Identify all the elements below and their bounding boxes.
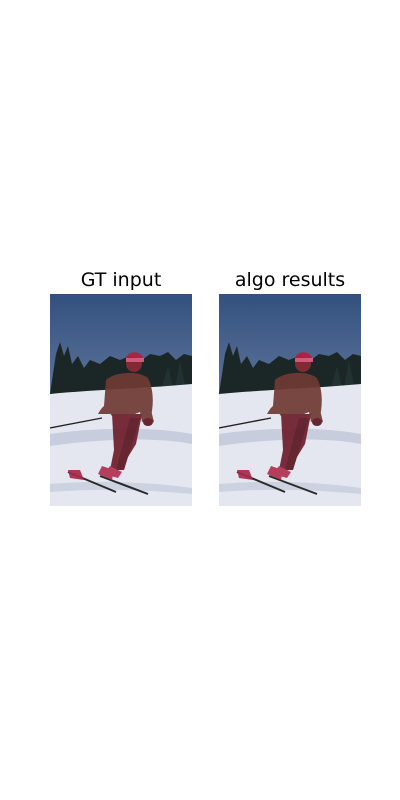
skier-mask: [237, 352, 323, 480]
ski-pole: [50, 417, 103, 429]
ski-right: [268, 475, 318, 495]
tree-line: [219, 342, 361, 398]
panel-gt-input: [50, 294, 192, 506]
skier-mask: [68, 352, 154, 480]
tree-line: [50, 342, 192, 398]
panel-algo-results: [219, 294, 361, 506]
ski-pole: [219, 417, 272, 429]
algo-results-image: [219, 294, 361, 506]
gt-input-image: [50, 294, 192, 506]
panel-title-gt: GT input: [80, 269, 162, 291]
ski-right: [99, 475, 149, 495]
panel-title-algo: algo results: [234, 269, 346, 291]
